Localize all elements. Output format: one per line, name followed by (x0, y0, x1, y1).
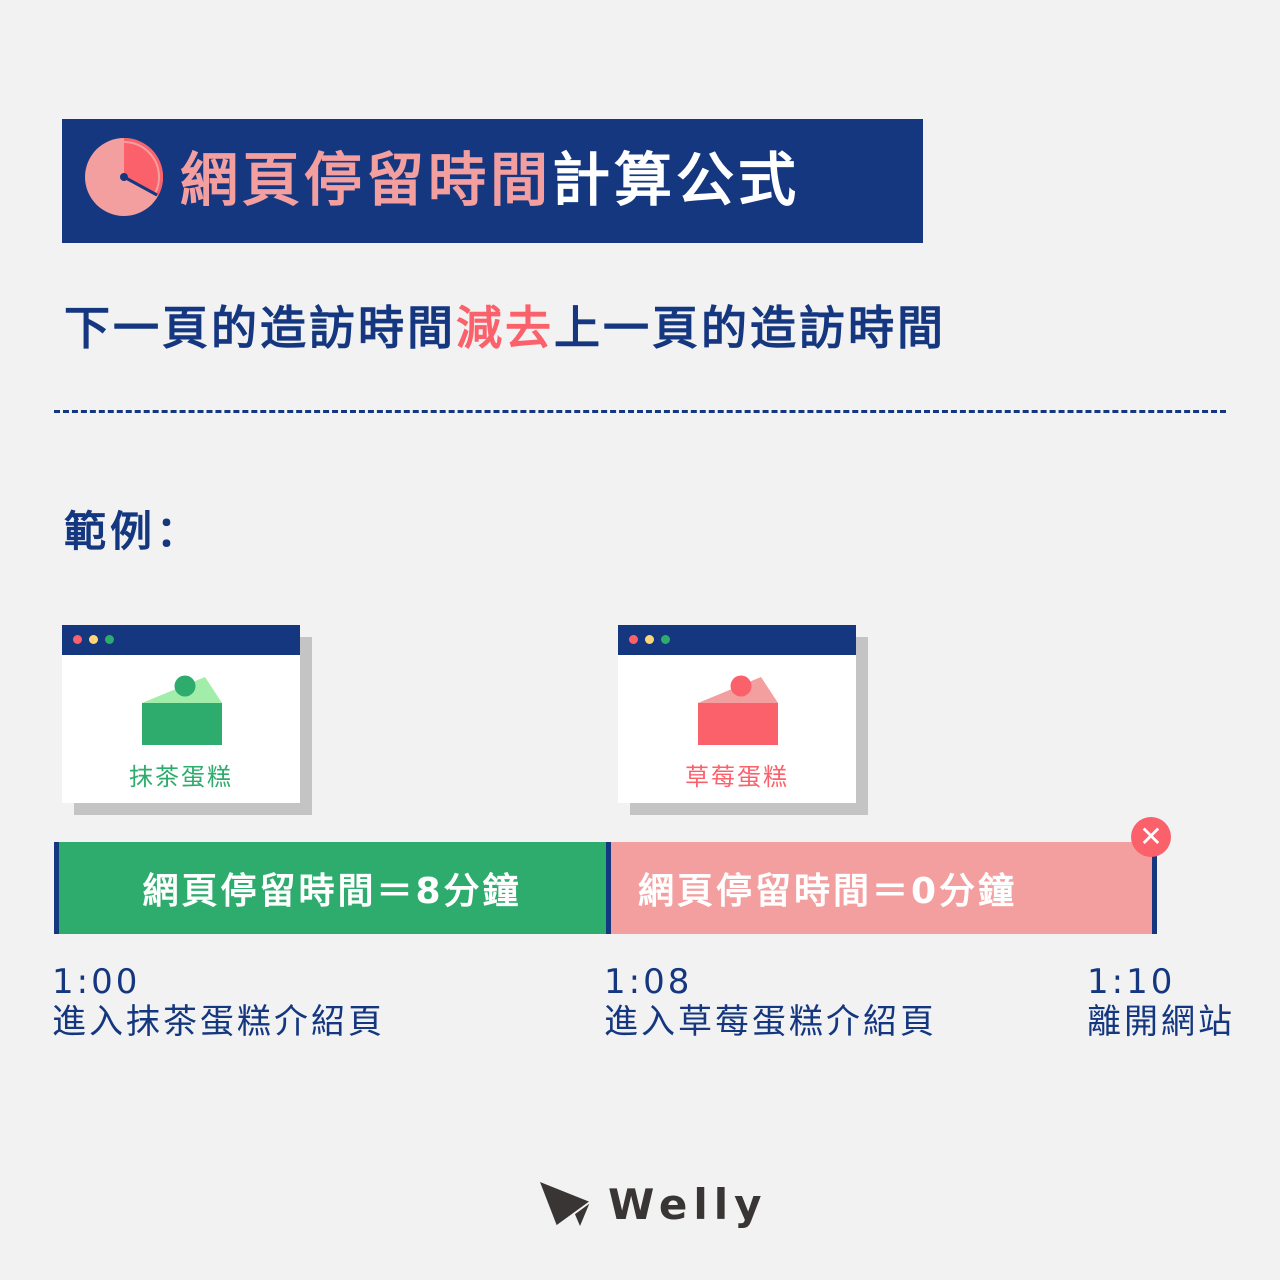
example-label: 範例： (64, 507, 203, 556)
page-name: 抹茶蛋糕 (129, 763, 233, 791)
paper-plane-icon (540, 1181, 590, 1227)
formula-operator: 減去 (456, 301, 554, 355)
time: 1:00 (52, 962, 141, 1002)
formula-part1: 下一頁的造訪時間 (64, 301, 456, 355)
title-rest: 計算公式 (552, 146, 801, 214)
title-highlight: 網頁停留時間 (180, 146, 553, 214)
minimize-dot-icon (645, 635, 654, 644)
maximize-dot-icon (105, 635, 114, 644)
timestamp-2: 1:08 進入草莓蛋糕介紹頁 (604, 962, 937, 1042)
maximize-dot-icon (661, 635, 670, 644)
timeline-marker-middle (606, 842, 611, 934)
brand-logo: Welly (540, 1180, 768, 1229)
formula: 下一頁的造訪時間減去上一頁的造訪時間 (64, 298, 946, 358)
window-titlebar (62, 625, 300, 655)
page-name: 草莓蛋糕 (685, 763, 789, 791)
cake-icon-strawberry (698, 675, 778, 745)
timeline-marker-end (1152, 842, 1157, 934)
time: 1:10 (1087, 962, 1176, 1002)
browser-window-matcha: 抹茶蛋糕 (62, 625, 312, 815)
divider (54, 410, 1226, 413)
timestamp-1: 1:00 進入抹茶蛋糕介紹頁 (52, 962, 385, 1042)
close-dot-icon (73, 635, 82, 644)
title-banner (62, 119, 923, 243)
clock-icon (85, 138, 163, 216)
event: 離開網站 (1087, 1002, 1235, 1042)
timeline-marker-start (54, 842, 59, 934)
event: 進入草莓蛋糕介紹頁 (604, 1002, 937, 1042)
segment-label: 網頁停留時間＝0分鐘 (638, 871, 1018, 912)
browser-window-strawberry: 草莓蛋糕 (618, 625, 868, 815)
minimize-dot-icon (89, 635, 98, 644)
page-title: 網頁停留時間計算公式 (180, 145, 800, 215)
formula-part2: 上一頁的造訪時間 (554, 301, 946, 355)
cake-icon-matcha (142, 675, 222, 745)
timestamp-3: 1:10 離開網站 (1087, 962, 1235, 1042)
time: 1:08 (604, 962, 693, 1002)
exit-close-icon: ✕ (1131, 817, 1171, 857)
window-titlebar (618, 625, 856, 655)
segment-label: 網頁停留時間＝8分鐘 (142, 871, 522, 912)
event: 進入抹茶蛋糕介紹頁 (52, 1002, 385, 1042)
brand-name: Welly (608, 1180, 768, 1229)
segment-strawberry: 網頁停留時間＝0分鐘 (610, 842, 1154, 934)
segment-matcha: 網頁停留時間＝8分鐘 (54, 842, 610, 934)
close-dot-icon (629, 635, 638, 644)
